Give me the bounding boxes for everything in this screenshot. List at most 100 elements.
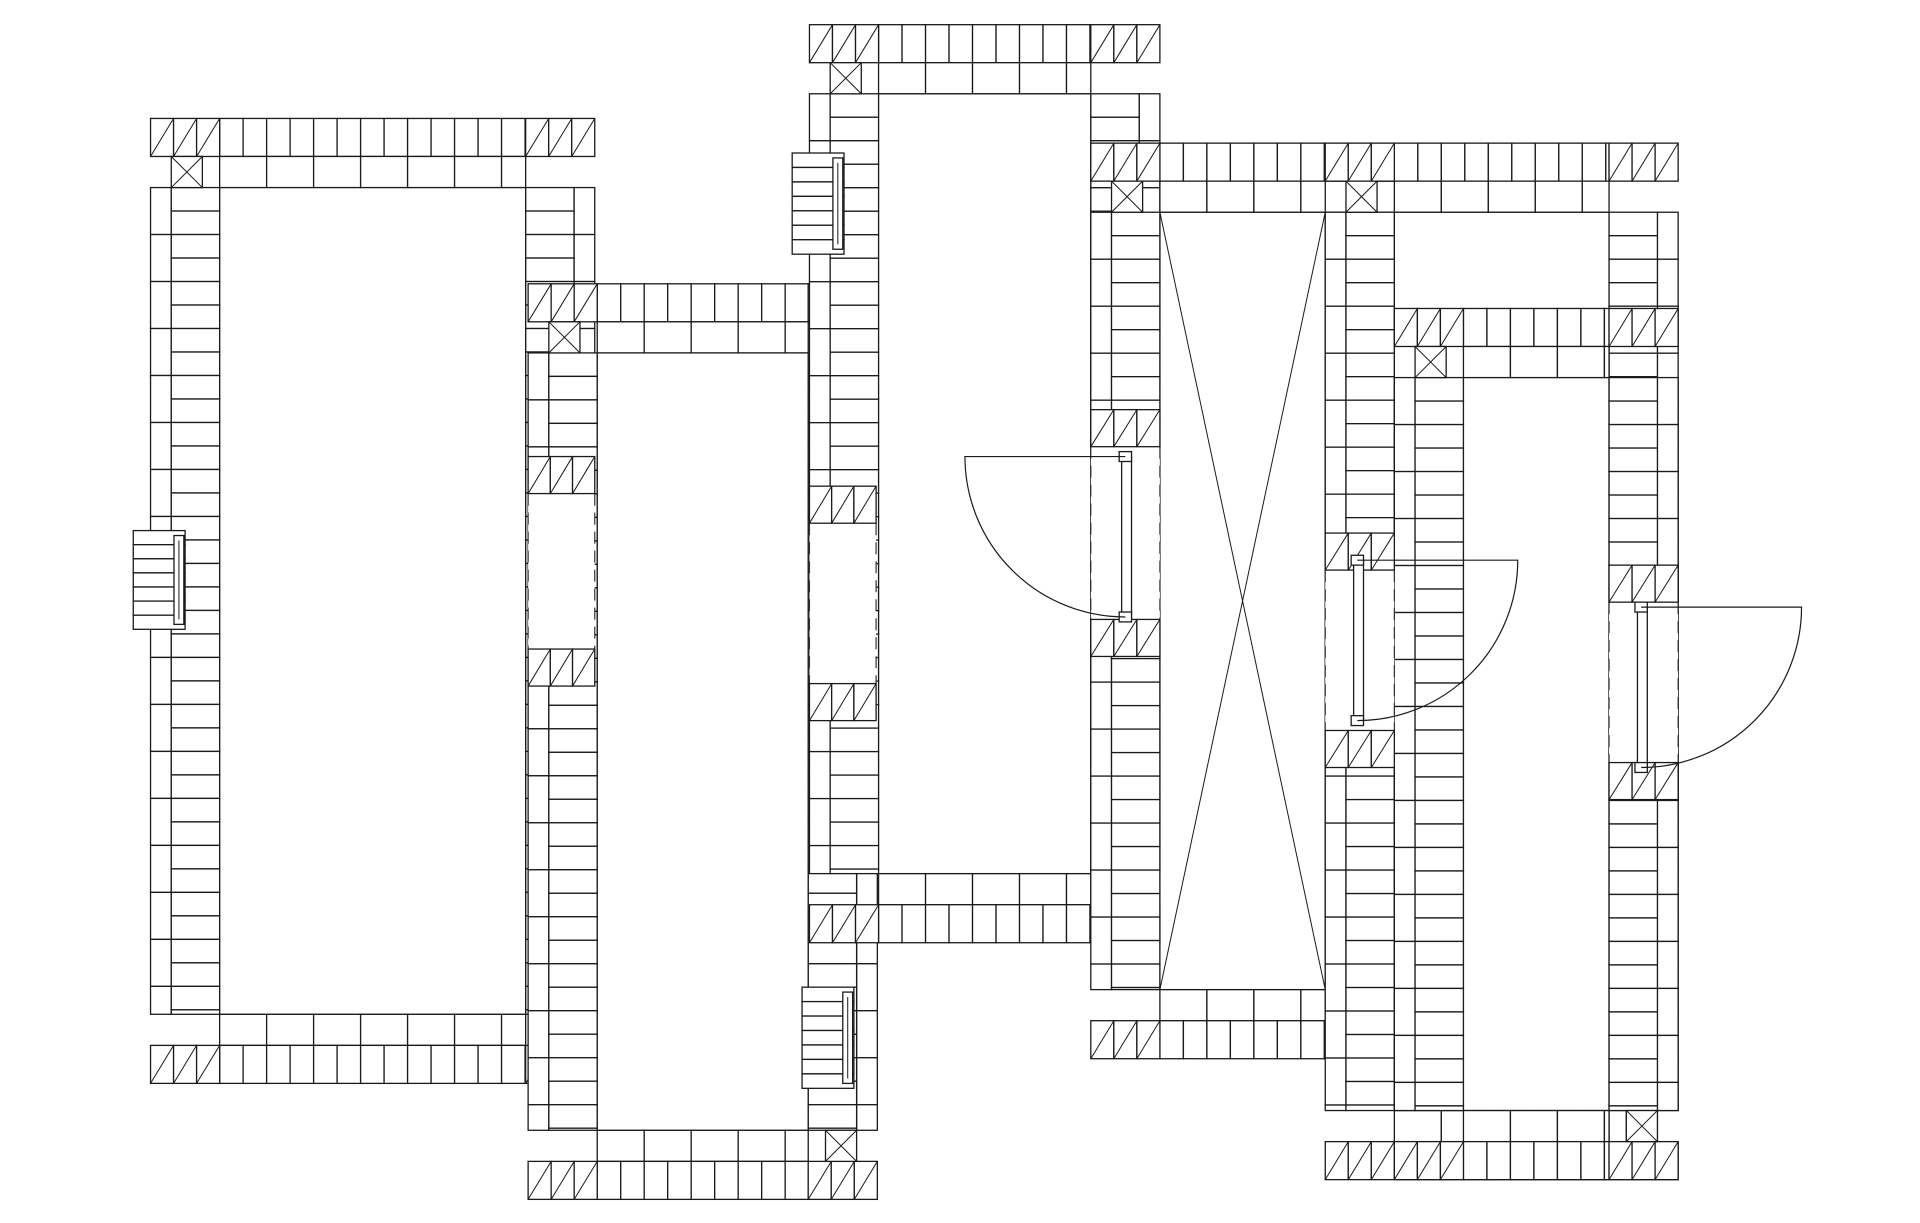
door-leaf — [1120, 455, 1133, 618]
brick — [289, 117, 315, 158]
brick — [829, 116, 880, 142]
brick — [1324, 305, 1347, 354]
line — [809, 683, 833, 721]
brick — [170, 985, 221, 1011]
brick — [737, 1160, 763, 1201]
line — [1393, 308, 1418, 347]
brick — [265, 1044, 291, 1085]
line — [196, 1045, 221, 1084]
line — [1347, 1141, 1372, 1180]
brick — [995, 24, 1021, 64]
brick — [430, 117, 456, 158]
brick — [527, 1010, 550, 1059]
brick — [1345, 775, 1395, 801]
line — [1136, 619, 1161, 657]
brick — [1608, 258, 1659, 284]
brick — [1324, 211, 1347, 260]
brick — [1581, 142, 1607, 182]
room-interior — [596, 352, 809, 1131]
brick — [1414, 564, 1465, 590]
line — [809, 904, 833, 943]
line — [832, 904, 856, 943]
line — [525, 118, 550, 157]
brick — [1393, 1081, 1416, 1112]
brick — [1345, 1033, 1395, 1059]
brick — [690, 321, 739, 354]
brick — [1110, 704, 1161, 730]
brick — [1110, 892, 1161, 918]
brick — [1414, 1105, 1465, 1112]
brick — [312, 117, 338, 158]
brick — [548, 775, 598, 800]
brick — [1414, 729, 1465, 755]
line — [1416, 308, 1441, 347]
brick — [170, 633, 221, 659]
brick — [1345, 1057, 1395, 1083]
brick — [1182, 1020, 1208, 1060]
brick — [1393, 658, 1416, 708]
brick — [170, 210, 221, 236]
brick — [808, 328, 831, 377]
line — [573, 1161, 598, 1200]
brick — [1090, 681, 1113, 730]
brick — [1656, 846, 1679, 896]
brick — [808, 281, 831, 330]
brick — [170, 656, 221, 682]
brick — [1018, 24, 1044, 64]
brick — [1345, 329, 1395, 354]
brick — [808, 750, 831, 800]
brick — [1509, 345, 1559, 379]
line — [1654, 762, 1679, 800]
brick — [1300, 180, 1326, 213]
brick — [1110, 916, 1161, 942]
brick — [1608, 470, 1659, 496]
brick — [1393, 423, 1416, 473]
brick — [170, 891, 221, 917]
line — [1113, 409, 1138, 447]
line — [1393, 1141, 1418, 1180]
room-interior — [878, 93, 1092, 875]
brick — [525, 233, 575, 259]
brick — [1110, 329, 1161, 354]
line — [1608, 762, 1633, 800]
brick — [1393, 611, 1416, 661]
brick — [1110, 986, 1161, 991]
brick — [1417, 142, 1442, 182]
brick — [548, 986, 598, 1012]
brick — [1414, 917, 1465, 943]
brick — [1556, 345, 1606, 379]
line — [572, 648, 596, 687]
brick — [1486, 307, 1512, 348]
brick — [714, 1160, 739, 1201]
brick — [453, 1044, 479, 1085]
brick — [1324, 775, 1347, 824]
brick — [527, 1104, 550, 1131]
brick — [1414, 893, 1465, 919]
brick — [1534, 142, 1560, 182]
brick — [1393, 752, 1416, 802]
brick — [170, 421, 221, 447]
brick — [149, 703, 172, 753]
brick — [548, 422, 598, 448]
brick — [359, 155, 409, 189]
brick — [170, 680, 221, 706]
brick — [1393, 1034, 1416, 1084]
brick — [527, 869, 550, 918]
brick — [149, 656, 172, 706]
brick — [1042, 24, 1068, 64]
brick — [1603, 1140, 1610, 1181]
brick — [1159, 180, 1208, 213]
brick — [1608, 893, 1659, 919]
brick — [1253, 142, 1279, 182]
brick — [406, 117, 432, 158]
brick — [784, 283, 809, 323]
brick — [1414, 423, 1465, 449]
line — [809, 24, 833, 63]
brick — [573, 233, 596, 283]
brick — [527, 352, 550, 401]
brick — [1414, 611, 1465, 637]
brick — [1509, 1109, 1559, 1143]
brick — [149, 468, 172, 518]
brick — [1206, 142, 1232, 182]
